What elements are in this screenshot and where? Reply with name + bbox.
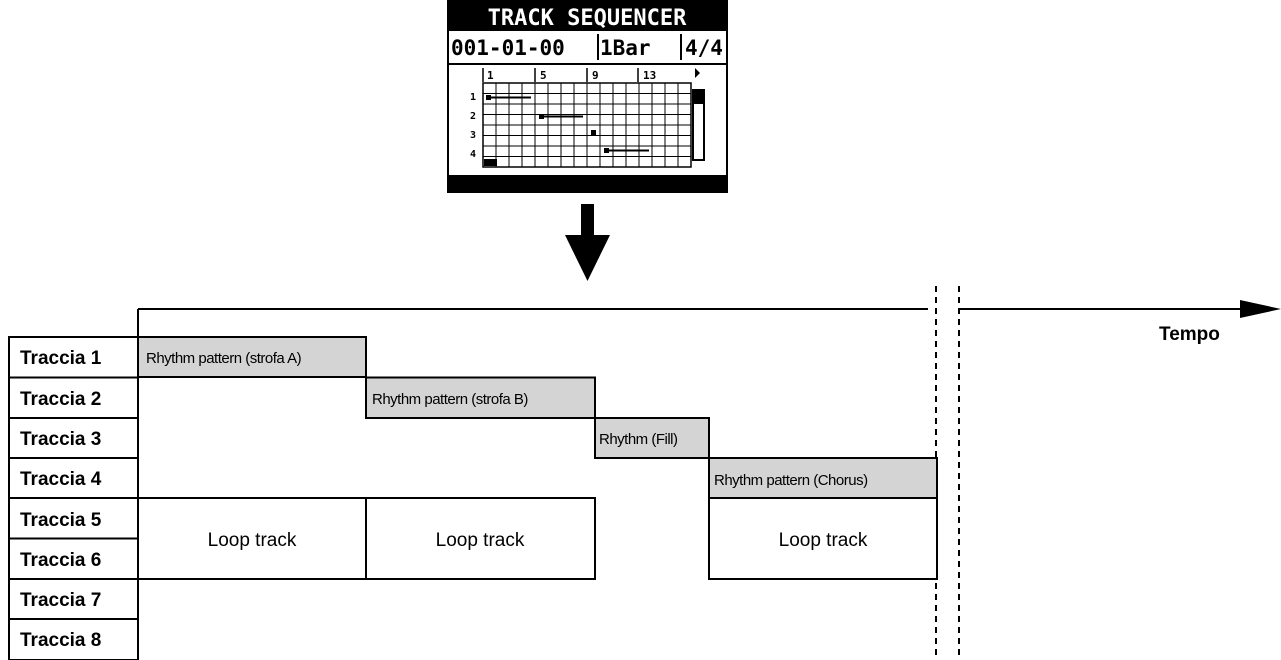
loop-track-block-3: Loop track [708,497,938,580]
track-label-1: Traccia 1 [20,348,102,369]
track-label-8: Traccia 8 [20,630,101,651]
loop-track-block-1: Loop track [137,497,367,580]
lcd-scrollbar [692,89,705,161]
track-label-2: Traccia 2 [20,389,101,410]
track-label-3: Traccia 3 [20,429,101,450]
lcd-screen: TRACK SEQUENCER 001-01-00 1Bar 4/4 1 5 9… [447,0,728,193]
pattern-label-chorus: Rhythm pattern (Chorus) [714,472,868,489]
loop-track-label-1: Loop track [208,530,297,551]
lcd-meter: 4/4 [685,36,723,60]
pattern-label-strofa-b: Rhythm pattern (strofa B) [372,391,528,408]
lcd-scroll-right-icon [695,68,700,78]
pattern-block-track-2: Rhythm pattern (strofa B) [365,376,596,419]
lcd-function-keys [449,177,724,190]
lcd-length: 1Bar [600,36,651,60]
time-axis-label: Tempo [1159,324,1220,345]
track-label-6: Traccia 6 [20,550,101,571]
lcd-bar-marker-9: 9 [592,69,599,82]
down-arrow-icon [565,204,610,281]
pattern-block-track-3: Rhythm (Fill) [594,417,710,459]
pattern-block-track-1: Rhythm pattern (strofa A) [137,336,367,378]
loop-track-label-3: Loop track [779,530,868,551]
lcd-row-number-1: 1 [470,92,476,103]
pattern-block-track-4: Rhythm pattern (Chorus) [708,457,938,499]
lcd-bar-marker-1: 1 [487,69,494,82]
track-label-column: Traccia 1 Traccia 2 Traccia 3 Traccia 4 … [8,336,139,660]
lcd-position: 001-01-00 [451,36,565,60]
track-label-7: Traccia 7 [20,590,101,611]
pattern-label-strofa-a: Rhythm pattern (strofa A) [146,350,302,367]
lcd-row-number-3: 3 [470,130,476,141]
lcd-bar-marker-5: 5 [540,69,547,82]
loop-track-block-2: Loop track [365,497,596,580]
time-arrow-icon [1240,300,1281,318]
lcd-sequencer-grid [482,82,692,168]
lcd-row-number-2: 2 [470,111,476,122]
lcd-pattern-events [484,95,649,166]
track-label-4: Traccia 4 [20,469,102,490]
track-label-5: Traccia 5 [20,510,102,531]
lcd-bar-marker-13: 13 [643,69,656,82]
loop-track-label-2: Loop track [436,530,525,551]
pattern-label-fill: Rhythm (Fill) [599,431,678,448]
lcd-row-number-4: 4 [470,149,476,160]
lcd-title: TRACK SEQUENCER [488,6,687,31]
